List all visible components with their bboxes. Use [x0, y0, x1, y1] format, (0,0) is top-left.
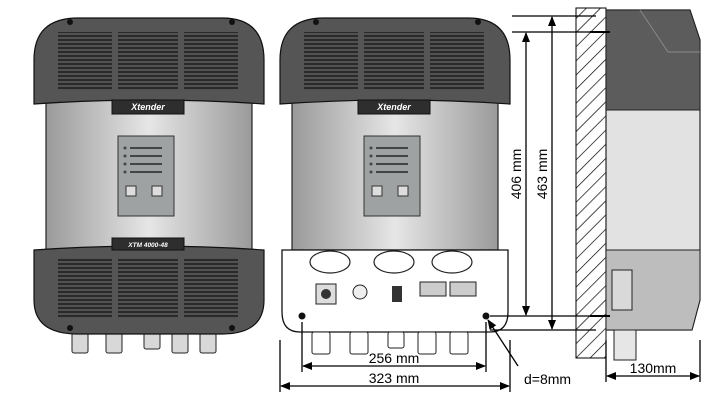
brand-label-open: Xtender: [376, 102, 411, 112]
model-label: XTM 4000-48: [127, 242, 168, 249]
brand-label: Xtender: [130, 102, 165, 112]
total-height-label: 463 mm: [534, 149, 550, 200]
front-view-open: Xtender: [279, 17, 511, 355]
total-width-label: 323 mm: [369, 370, 420, 386]
depth-label: 130mm: [630, 360, 677, 376]
side-view: [575, 7, 701, 361]
dimension-lines: [279, 15, 701, 392]
front-view-closed: Xtender XTM 4000-48: [33, 17, 265, 354]
mount-width-label: 256 mm: [369, 350, 420, 366]
cable-glands: [71, 332, 217, 354]
mount-height-label: 406 mm: [508, 149, 524, 200]
hole-diameter-label: d=8mm: [524, 371, 571, 387]
